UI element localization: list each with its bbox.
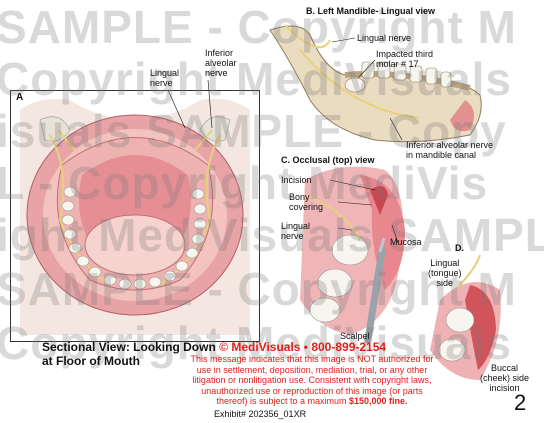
panel-c-title: C. Occlusal (top) view [281,155,375,165]
panel-b-lingual-nerve-label: Lingual nerve [357,33,412,43]
mandible-illustration [269,24,482,143]
disclaimer-fine: $150,000 fine. [349,396,408,406]
copyright-disclaimer: This message indicates that this image i… [186,354,438,407]
exhibit-number: Exhibit# 202356_01XR [214,409,307,419]
page-number: 2 [514,390,527,415]
panel-c-scalpel-label: Scalpel [340,331,370,341]
panel-d-letter: D. [455,243,464,253]
panel-c-bony-covering-label: Bony covering [289,192,324,212]
panel-a-lingual-nerve-label: Lingual nerve [150,68,180,88]
panel-c-incision-label: Incision [281,175,312,185]
buccal-incision-illustration [430,254,501,380]
panel-b-impacted-molar-label: Impacted third molar # 17 [376,49,434,69]
panel-d-buccal-side-label: Buccal (cheek) side incision [480,363,530,393]
panel-c-lingual-nerve-label: Lingual nerve [281,221,311,241]
panel-b-inferior-alveolar-label: Inferior alveolar nerve in mandible cana… [406,140,494,160]
caption-line-2: at Floor of Mouth [42,354,140,368]
brand-contact: © MediVisuals • 800-899-2154 [219,340,387,354]
panel-d-lingual-side-label: Lingual (tongue) side [428,258,462,288]
panel-b-title: B. Left Mandible- Lingual view [306,6,436,16]
caption-line-1: Sectional View: Looking Down [42,340,216,354]
panel-a-inferior-alveolar-label: Inferior alveolar nerve [205,48,237,78]
occlusal-view-illustration [300,166,405,344]
disclaimer-text: This message indicates that this image i… [190,354,434,406]
panel-a-letter: A [16,92,24,103]
lower-teeth-row [61,186,207,290]
figure-caption: Sectional View: Looking Down © MediVisua… [42,340,386,368]
floor-of-mouth-illustration [20,98,250,335]
panel-a-frame [10,90,260,342]
panel-c-mucosa-label: Mucosa [390,237,422,247]
